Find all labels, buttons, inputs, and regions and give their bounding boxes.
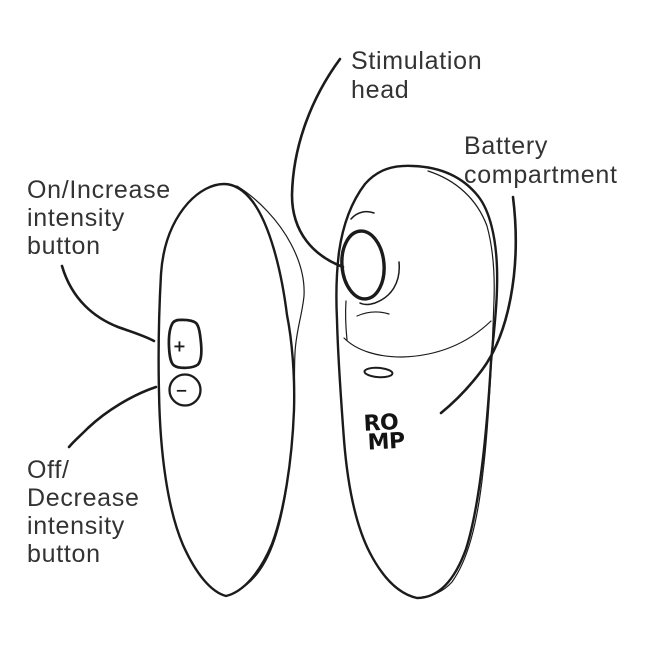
label-line: button <box>27 540 101 568</box>
label-line: Off/ <box>27 456 70 484</box>
label-line: button <box>27 232 101 260</box>
label-line: intensity <box>27 204 126 232</box>
opening-shadow-arc <box>359 261 400 306</box>
on-increase-leader-line <box>60 264 156 343</box>
vent-slot <box>363 366 394 379</box>
stimulation-opening <box>340 229 386 301</box>
label-battery-compartment: Battery compartment <box>464 132 618 190</box>
brand-logo: RO MP <box>363 410 406 456</box>
head-body-seam-line <box>343 320 492 358</box>
label-line: On/Increase <box>27 176 171 204</box>
opening-under-arc <box>356 311 390 317</box>
left-device-outline <box>157 182 296 598</box>
label-line: Battery <box>464 132 549 160</box>
label-line: intensity <box>27 512 126 540</box>
minus-button <box>168 373 202 407</box>
label-line: Stimulation <box>351 47 483 75</box>
label-on-increase-button: On/Increase intensity button <box>27 176 171 260</box>
neck-seam-line <box>344 300 348 341</box>
left-device-front-seam-line <box>236 185 305 591</box>
right-device-outline <box>335 164 499 600</box>
label-line: Decrease <box>27 484 140 512</box>
brand-line-2: MP <box>367 429 406 456</box>
opening-crease-line <box>350 210 375 220</box>
off-decrease-leader-line <box>67 385 158 449</box>
right-device-edge-highlight-line <box>421 170 495 598</box>
plus-icon: + <box>173 337 186 356</box>
label-stimulation-head: Stimulation head <box>351 47 482 105</box>
plus-button <box>167 318 203 370</box>
left-device-side-view: + − <box>157 182 305 598</box>
brand-line-1: RO <box>363 410 399 437</box>
stimulation-head-leader-line <box>290 57 345 269</box>
label-line: compartment <box>464 161 618 189</box>
label-line: head <box>351 76 410 104</box>
minus-icon: − <box>175 382 188 400</box>
battery-compartment-leader-line <box>439 195 518 415</box>
label-off-decrease-button: Off/ Decrease intensity button <box>27 456 140 568</box>
leader-lines <box>60 57 518 449</box>
right-device-front-view: RO MP <box>335 164 499 600</box>
